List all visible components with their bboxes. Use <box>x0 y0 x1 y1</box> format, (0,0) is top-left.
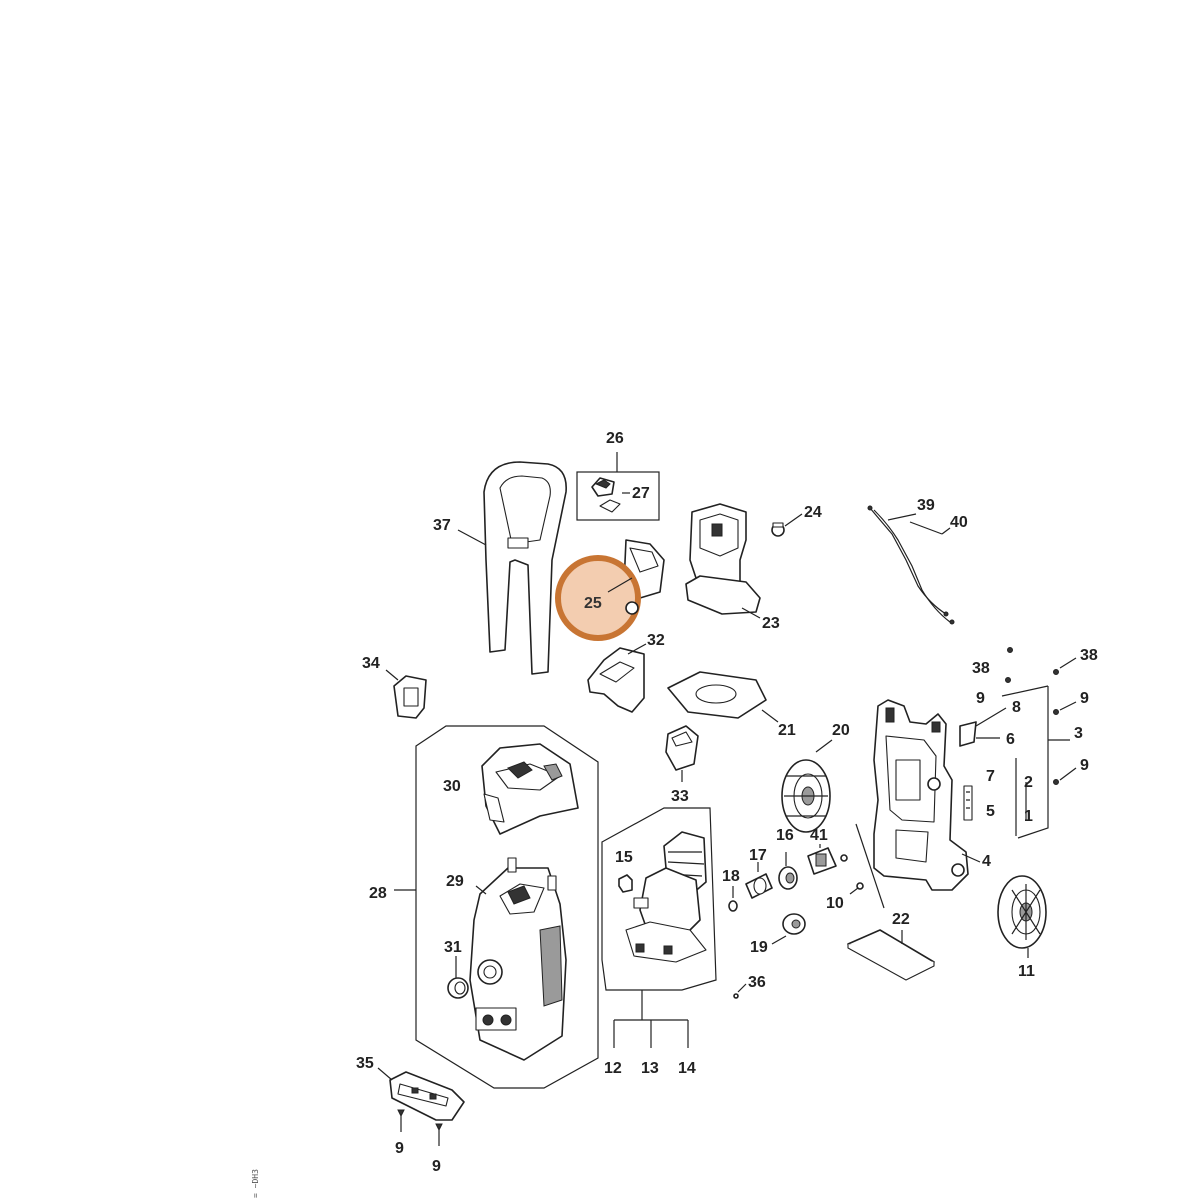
label-38-right: 38 <box>1080 647 1098 664</box>
label-26: 26 <box>606 430 624 447</box>
label-11: 11 <box>1018 963 1035 980</box>
part-base-plate[interactable] <box>847 929 935 981</box>
label-9-foot-left: 9 <box>395 1140 404 1157</box>
part-fitting-19[interactable] <box>782 913 806 935</box>
label-2: 2 <box>1024 774 1033 791</box>
part-screw-38-left[interactable] <box>1007 647 1013 653</box>
part-fitting-18[interactable] <box>728 900 738 912</box>
label-35: 35 <box>356 1055 374 1072</box>
label-32: 32 <box>647 632 665 649</box>
part-bracket[interactable] <box>587 647 645 713</box>
label-20: 20 <box>832 722 850 739</box>
pump-group-outline <box>601 807 717 991</box>
part-cable[interactable] <box>867 505 955 625</box>
part-frame[interactable] <box>873 699 973 891</box>
label-14: 14 <box>678 1060 696 1077</box>
label-9-right-upper: 9 <box>1080 690 1089 707</box>
kit-box-26 <box>576 471 660 521</box>
part-small-cover[interactable] <box>665 725 699 771</box>
label-8: 8 <box>1012 699 1021 716</box>
part-fitting-17[interactable] <box>745 873 773 899</box>
part-label-plate[interactable] <box>959 721 977 747</box>
label-38-left: 38 <box>972 660 990 677</box>
part-top-cover[interactable] <box>481 743 579 835</box>
part-switch-knob <box>625 601 639 615</box>
label-39: 39 <box>917 497 935 514</box>
label-17: 17 <box>749 847 767 864</box>
label-19: 19 <box>750 939 768 956</box>
label-41: 41 <box>810 827 828 844</box>
label-12: 12 <box>604 1060 622 1077</box>
label-40: 40 <box>950 514 968 531</box>
label-18: 18 <box>722 868 740 885</box>
label-28: 28 <box>369 885 387 902</box>
highlight-circle[interactable] <box>555 555 641 641</box>
label-6: 6 <box>1006 731 1015 748</box>
label-1: 1 <box>1024 808 1033 825</box>
part-screw-9-left[interactable] <box>1005 677 1011 683</box>
part-pin[interactable] <box>733 993 739 999</box>
part-screw-9-right-upper[interactable] <box>1053 709 1059 715</box>
part-motor-cover[interactable] <box>685 503 761 615</box>
part-screw-foot-left[interactable] <box>397 1109 405 1118</box>
label-13: 13 <box>641 1060 659 1077</box>
label-5: 5 <box>986 803 995 820</box>
label-36: 36 <box>748 974 766 991</box>
part-cap[interactable] <box>771 522 785 537</box>
part-handle[interactable] <box>483 461 567 675</box>
part-foot-tray[interactable] <box>389 1071 465 1121</box>
label-30: 30 <box>443 778 461 795</box>
part-screw-upper[interactable] <box>840 854 848 862</box>
part-side-clip[interactable] <box>393 675 427 719</box>
label-9-right-lower: 9 <box>1080 757 1089 774</box>
housing-group-outline <box>415 725 599 1089</box>
label-15: 15 <box>615 849 633 866</box>
part-screw-foot-right[interactable] <box>435 1123 443 1132</box>
part-wheel[interactable] <box>997 875 1047 949</box>
part-pump-motor[interactable] <box>625 831 707 963</box>
label-37: 37 <box>433 517 451 534</box>
label-3: 3 <box>1074 725 1083 742</box>
label-31: 31 <box>444 939 462 956</box>
label-9-left: 9 <box>976 690 985 707</box>
part-clip[interactable] <box>591 477 621 513</box>
part-fitting-41[interactable] <box>807 847 837 875</box>
label-4: 4 <box>982 853 991 870</box>
part-front-housing[interactable] <box>469 857 567 1061</box>
label-22: 22 <box>892 911 910 928</box>
part-knob-cap[interactable] <box>447 977 469 999</box>
label-7: 7 <box>986 768 995 785</box>
label-25: 25 <box>584 595 602 612</box>
label-16: 16 <box>776 827 794 844</box>
drawing-code: = ~DH3 <box>251 1169 260 1198</box>
label-9-foot-right: 9 <box>432 1158 441 1175</box>
part-fan-wheel[interactable] <box>781 759 831 833</box>
label-21: 21 <box>778 722 796 739</box>
label-27: 27 <box>632 485 650 502</box>
part-switch-block[interactable] <box>618 874 633 893</box>
part-fitting-16[interactable] <box>778 866 798 890</box>
label-29: 29 <box>446 873 464 890</box>
part-screw-10[interactable] <box>856 882 864 890</box>
part-screw-9-right-lower[interactable] <box>1053 779 1059 785</box>
part-gasket[interactable] <box>667 671 767 719</box>
label-34: 34 <box>362 655 380 672</box>
label-10: 10 <box>826 895 844 912</box>
part-screw-38-right[interactable] <box>1053 669 1059 675</box>
label-23: 23 <box>762 615 780 632</box>
label-24: 24 <box>804 504 822 521</box>
label-33: 33 <box>671 788 689 805</box>
